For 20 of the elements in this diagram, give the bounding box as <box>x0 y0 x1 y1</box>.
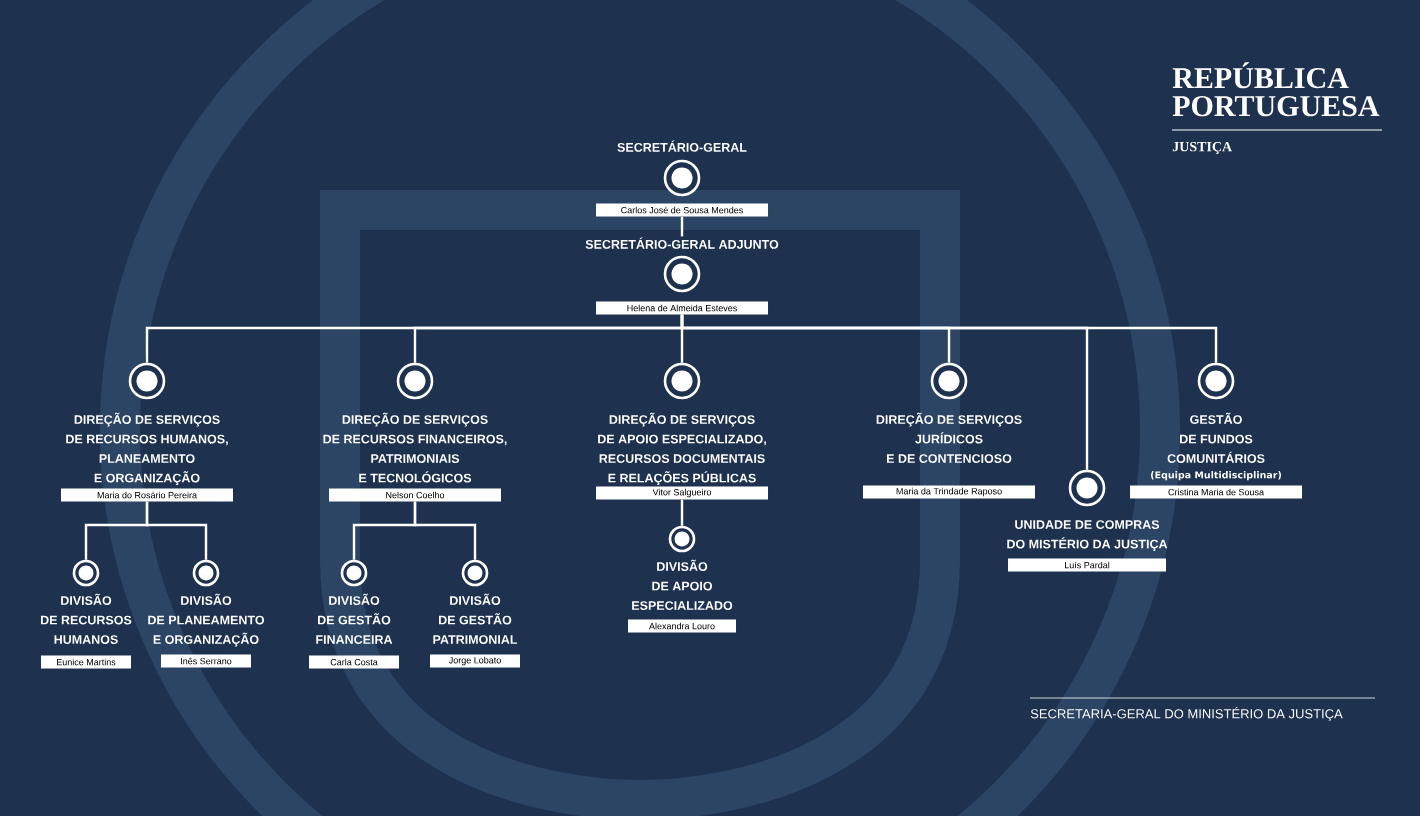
org-unit: GESTÃO DE FUNDOS COMUNITÁRIOS (Equipa Multidisciplinar) Cristina Maria de Sousa <box>1130 362 1302 499</box>
footer-text: SECRETARIA-GERAL DO MINISTÉRIO DA JUSTIÇA <box>1030 707 1343 722</box>
org-unit: SECRETÁRIO-GERAL ADJUNTO Helena de Almeida Esteves <box>585 237 779 315</box>
org-unit: DIVISÃO DE GESTÃO PATRIMONIAL Jorge Lobato <box>430 559 520 668</box>
org-unit: DIVISÃO DE PLANEAMENTO E ORGANIZAÇÃO Inês Serrano <box>148 559 265 668</box>
org-unit: DIREÇÃO DE SERVIÇOS DE RECURSOS HUMANOS, PLANEAMENTO E ORGANIZAÇÃO Maria do Rosário Pereira <box>61 362 233 502</box>
connector-line <box>145 501 208 560</box>
connector-line <box>413 501 477 560</box>
org-unit: DIREÇÃO DE SERVIÇOS DE APOIO ESPECIALIZADO, RECURSOS DOCUMENTAIS E RELAÇÕES PÚBLICAS Vitor Salgueiro <box>596 362 768 500</box>
org-unit: DIREÇÃO DE SERVIÇOS JURÍDICOS E DE CONTENCIOSO Maria da Trindade Raposo <box>863 362 1035 499</box>
header-title: REPÚBLICA PORTUGUESA <box>1172 62 1380 117</box>
header-subtitle: JUSTIÇA <box>1172 141 1232 155</box>
org-unit: DIREÇÃO DE SERVIÇOS DE RECURSOS FINANCEIROS, PATRIMONIAIS E TECNOLÓGICOS Nelson Coelho <box>323 362 507 502</box>
connector-line <box>680 216 684 237</box>
connector-line <box>680 314 1218 363</box>
org-unit: DIVISÃO DE GESTÃO FINANCEIRA Carla Costa <box>309 559 399 669</box>
connector-line <box>680 499 684 526</box>
org-unit: DIVISÃO DE RECURSOS HUMANOS Eunice Martins <box>41 559 132 669</box>
org-unit: DIVISÃO DE APOIO ESPECIALIZADO Alexandra Louro <box>628 525 736 633</box>
org-unit: SECRETÁRIO-GERAL Carlos José de Sousa Mendes <box>596 140 768 217</box>
